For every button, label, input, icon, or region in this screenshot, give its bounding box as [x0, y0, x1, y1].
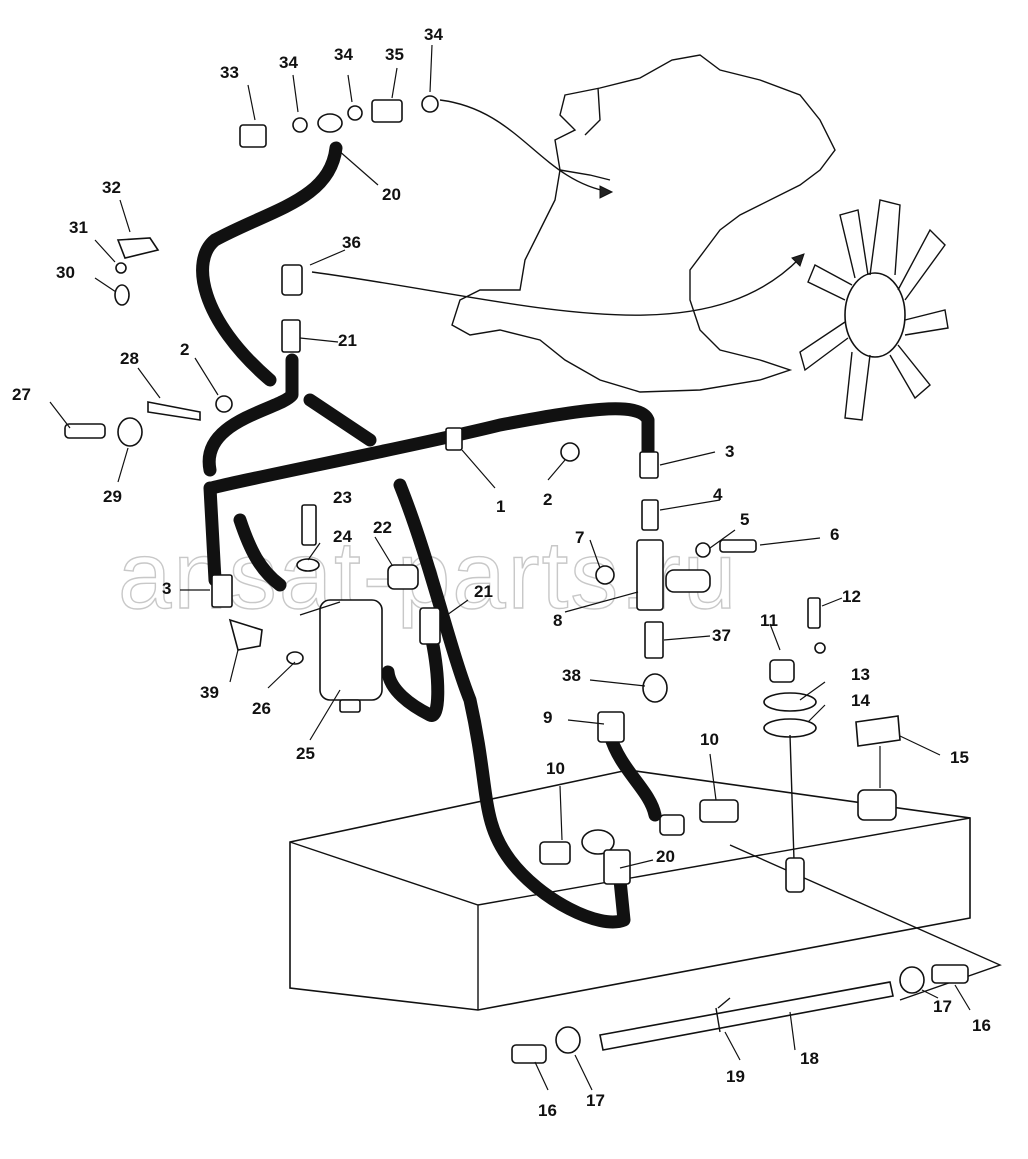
callout-34: 34 — [424, 25, 443, 44]
callout-13: 13 — [851, 665, 870, 684]
callout-20: 20 — [656, 847, 675, 866]
callout-38: 38 — [562, 666, 581, 685]
callout-26: 26 — [252, 699, 271, 718]
callout-19: 19 — [726, 1067, 745, 1086]
callout-1: 1 — [496, 497, 505, 516]
callout-3: 3 — [162, 579, 171, 598]
callout-29: 29 — [103, 487, 122, 506]
callout-31: 31 — [69, 218, 88, 237]
callouts: 33 34 34 35 34 20 32 31 30 36 21 28 2 27… — [12, 25, 991, 1120]
fuel-hoses — [196, 141, 662, 929]
callout-17: 17 — [586, 1091, 605, 1110]
callout-22: 22 — [373, 518, 392, 537]
leader-lines — [49, 44, 971, 1091]
callout-21: 21 — [338, 331, 357, 350]
callout-15: 15 — [950, 748, 969, 767]
callout-17: 17 — [933, 997, 952, 1016]
callout-33: 33 — [220, 63, 239, 82]
callout-18: 18 — [800, 1049, 819, 1068]
return-arrow-line — [439, 99, 611, 193]
callout-34: 34 — [279, 53, 298, 72]
callout-36: 36 — [342, 233, 361, 252]
supply-arrowhead — [791, 253, 805, 267]
return-arrowhead — [599, 185, 614, 199]
callout-2: 2 — [543, 490, 552, 509]
callout-21: 21 — [474, 582, 493, 601]
callout-8: 8 — [553, 611, 562, 630]
callout-23: 23 — [333, 488, 352, 507]
callout-32: 32 — [102, 178, 121, 197]
callout-11: 11 — [760, 611, 778, 630]
engine-outline — [451, 54, 836, 393]
callout-5: 5 — [740, 510, 749, 529]
callout-37: 37 — [712, 626, 731, 645]
callout-2: 2 — [180, 340, 189, 359]
callout-30: 30 — [56, 263, 75, 282]
callout-10: 10 — [546, 759, 565, 778]
callout-12: 12 — [842, 587, 861, 606]
callout-28: 28 — [120, 349, 139, 368]
supply-arrow-line — [311, 257, 801, 316]
callout-3: 3 — [725, 442, 734, 461]
callout-25: 25 — [296, 744, 315, 763]
callout-4: 4 — [713, 485, 723, 504]
callout-35: 35 — [385, 45, 404, 64]
fittings — [64, 95, 969, 1064]
callout-24: 24 — [333, 527, 352, 546]
callout-7: 7 — [575, 528, 584, 547]
callout-16: 16 — [972, 1016, 991, 1035]
callout-27: 27 — [12, 385, 31, 404]
callout-14: 14 — [851, 691, 870, 710]
callout-9: 9 — [543, 708, 552, 727]
callout-34: 34 — [334, 45, 353, 64]
callout-20: 20 — [382, 185, 401, 204]
callout-39: 39 — [200, 683, 219, 702]
callout-16: 16 — [538, 1101, 557, 1120]
callout-10: 10 — [700, 730, 719, 749]
callout-6: 6 — [830, 525, 839, 544]
fan — [799, 199, 949, 421]
